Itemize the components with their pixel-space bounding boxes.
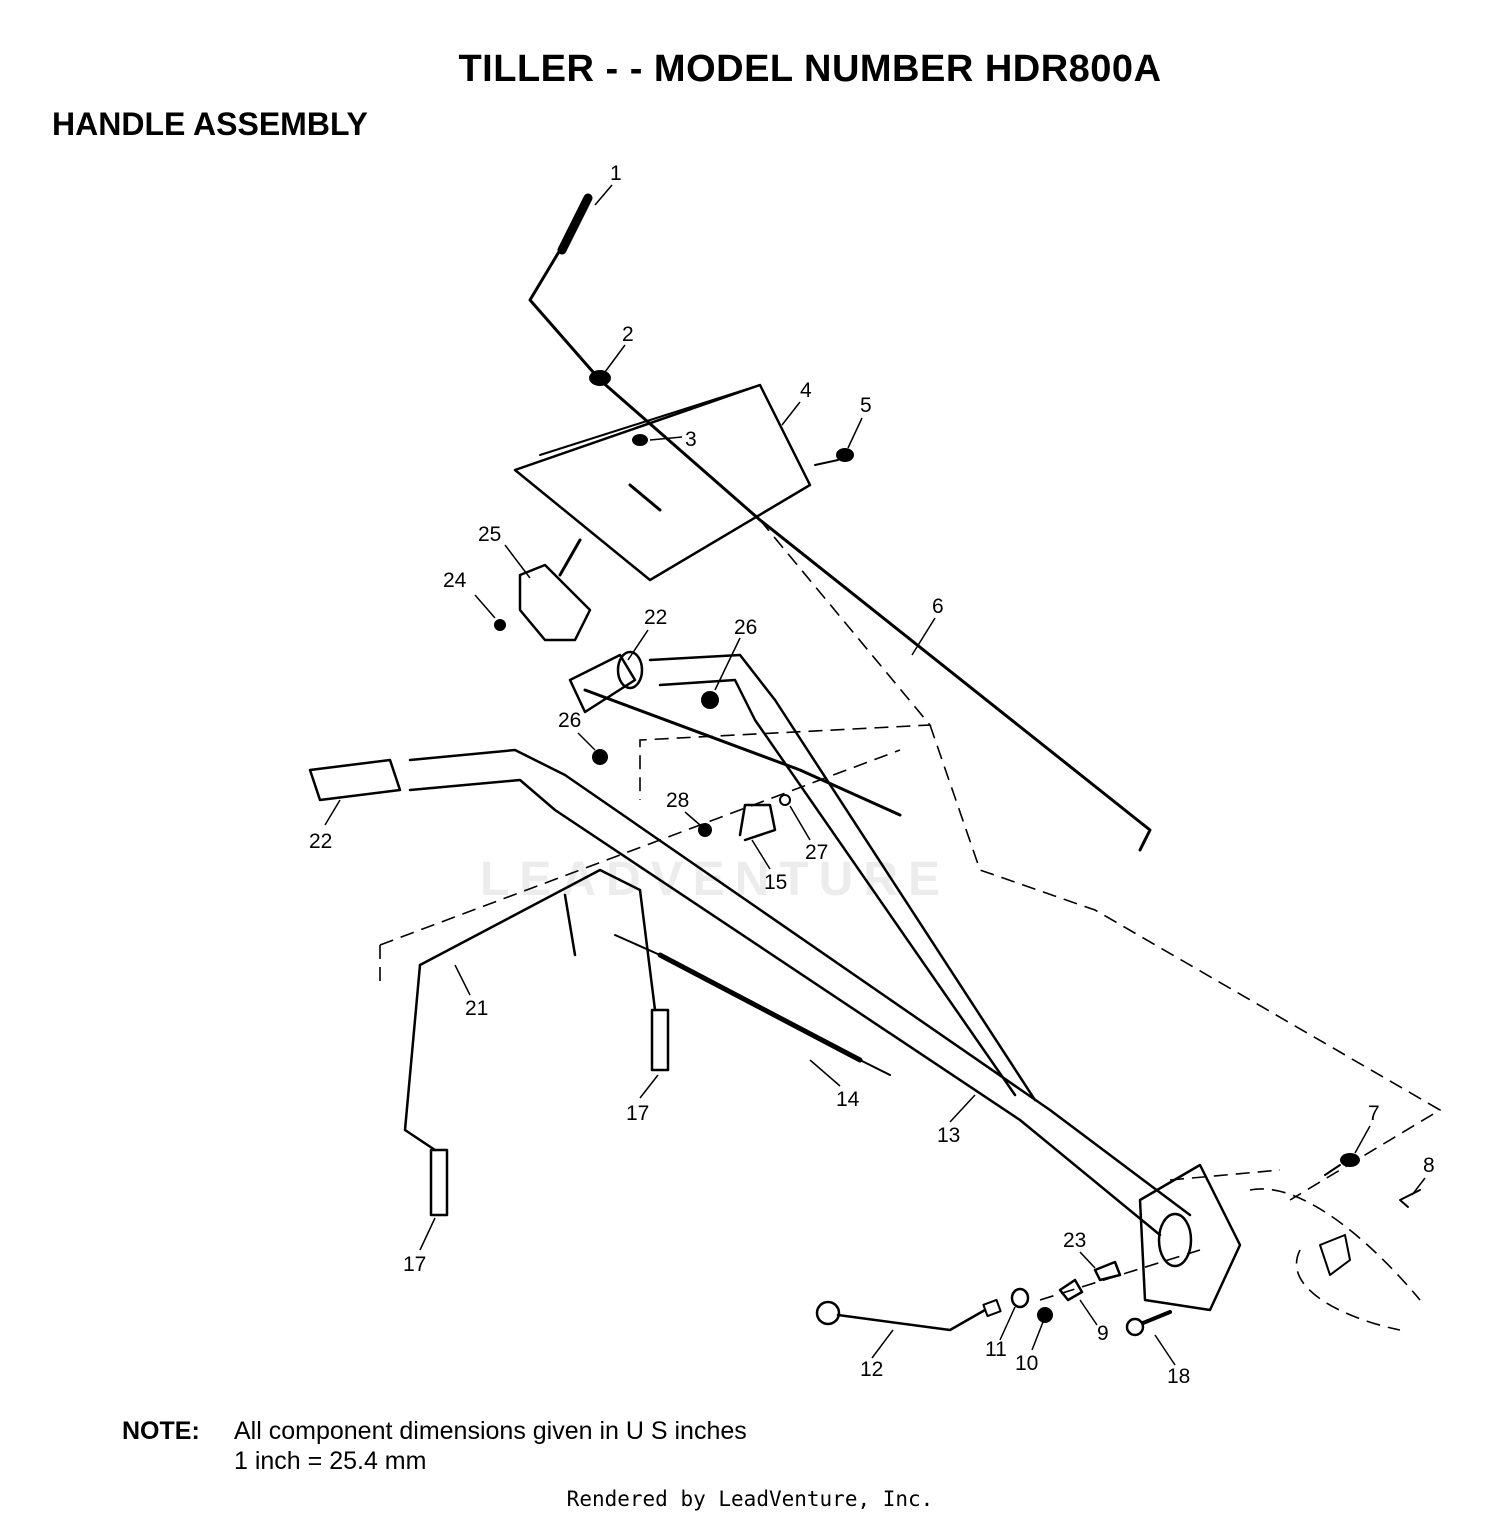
callout-11: 11: [985, 1338, 1007, 1361]
callout-24: 24: [443, 569, 467, 592]
note-line-2: 1 inch = 25.4 mm: [234, 1447, 427, 1475]
rod-fitting: [589, 370, 611, 386]
callout-4: 4: [800, 379, 812, 402]
upper-hand-grip: [568, 650, 644, 714]
lower-hand-grip: [308, 758, 402, 802]
callout-6: 6: [932, 595, 944, 618]
tiller-body-outline: [1249, 1188, 1421, 1331]
depth-stake-lever: [815, 1298, 1002, 1332]
assembly-reference-lines: [379, 519, 1442, 1301]
control-rod: [528, 193, 1152, 852]
callout-15: 15: [764, 871, 787, 894]
callout-labels: 1 2 3 4 5 6 7 8 9 10 11 12 13 14 15 17 1…: [309, 162, 1435, 1388]
switch-bracket: [518, 538, 592, 642]
callout-25: 25: [478, 523, 501, 546]
callout-18: 18: [1167, 1365, 1190, 1388]
callout-17-upper: 17: [626, 1102, 649, 1125]
handle-tubes: [408, 653, 1192, 1237]
note-line-1: All component dimensions given in U S in…: [234, 1417, 747, 1445]
callout-22-lower: 22: [309, 830, 332, 853]
callout-12: 12: [860, 1358, 883, 1381]
callout-3: 3: [685, 428, 697, 451]
cable-bracket: [698, 794, 791, 842]
dimension-note: NOTE: All component dimensions given in U…: [122, 1416, 747, 1476]
callout-13: 13: [937, 1124, 960, 1147]
control-bail: [403, 868, 657, 1152]
callout-leaders: [324, 184, 1426, 1366]
callout-21: 21: [465, 997, 488, 1020]
callout-7: 7: [1368, 1102, 1380, 1125]
handle-mount-housing: [1138, 1163, 1242, 1312]
callout-2: 2: [622, 323, 634, 346]
callout-5: 5: [860, 394, 872, 417]
footer-credit: Rendered by LeadVenture, Inc.: [566, 1487, 934, 1511]
callout-8: 8: [1423, 1154, 1435, 1177]
section-subtitle: HANDLE ASSEMBLY: [52, 106, 368, 142]
callout-28: 28: [666, 789, 689, 812]
bracket-nut: [494, 619, 506, 631]
handle-cable: [583, 688, 902, 817]
callout-22-upper: 22: [644, 606, 667, 629]
handle-nuts: [592, 691, 719, 765]
callout-23: 23: [1063, 1229, 1086, 1252]
callout-26-lower: 26: [558, 709, 581, 732]
bail-cable: [614, 934, 891, 1076]
callout-14: 14: [836, 1088, 860, 1111]
callout-26-upper: 26: [734, 616, 757, 639]
callout-27: 27: [805, 841, 828, 864]
callout-17-lower: 17: [403, 1253, 426, 1276]
callout-10: 10: [1015, 1352, 1038, 1375]
page-title: TILLER - - MODEL NUMBER HDR800A: [458, 48, 1162, 90]
shield-plate: [513, 383, 812, 582]
note-label: NOTE:: [122, 1417, 200, 1445]
callout-1: 1: [610, 162, 622, 185]
bail-grips: [429, 1008, 670, 1217]
mount-hardware: [1324, 1153, 1421, 1208]
callout-9: 9: [1097, 1322, 1109, 1345]
small-hardware: [1010, 1260, 1172, 1337]
shield-bolts: [632, 434, 854, 466]
